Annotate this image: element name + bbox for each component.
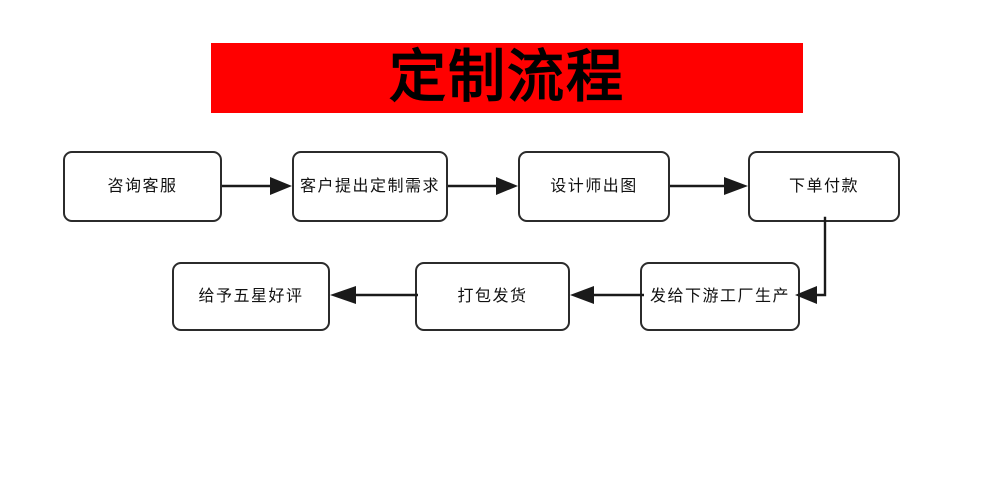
arrow-down-left-icon	[795, 216, 855, 310]
arrow-right-icon	[222, 170, 294, 202]
flow-box-label: 客户提出定制需求	[299, 177, 440, 195]
flow-box-label: 发给下游工厂生产	[649, 287, 790, 305]
flow-box-five-star-review[interactable]: 给予五星好评	[172, 262, 330, 331]
flow-box-designer-drawing[interactable]: 设计师出图	[518, 151, 670, 222]
flow-box-label: 设计师出图	[550, 177, 638, 195]
page-title: 定制流程	[389, 45, 625, 109]
arrow-left-icon	[566, 279, 644, 311]
flow-box-consult-service[interactable]: 咨询客服	[63, 151, 222, 222]
flow-box-label: 打包发货	[457, 287, 528, 305]
arrow-right-icon	[448, 170, 520, 202]
flow-box-label: 咨询客服	[107, 177, 178, 195]
flow-box-package-ship[interactable]: 打包发货	[415, 262, 570, 331]
flow-box-customer-request[interactable]: 客户提出定制需求	[292, 151, 448, 222]
flow-box-label: 给予五星好评	[198, 287, 304, 305]
flow-box-place-order-payment[interactable]: 下单付款	[748, 151, 900, 222]
flow-box-label: 下单付款	[788, 177, 859, 195]
title-banner: 定制流程	[211, 43, 803, 113]
flow-box-send-to-factory[interactable]: 发给下游工厂生产	[640, 262, 800, 331]
arrow-right-icon	[670, 170, 750, 202]
arrow-left-icon	[326, 279, 418, 311]
